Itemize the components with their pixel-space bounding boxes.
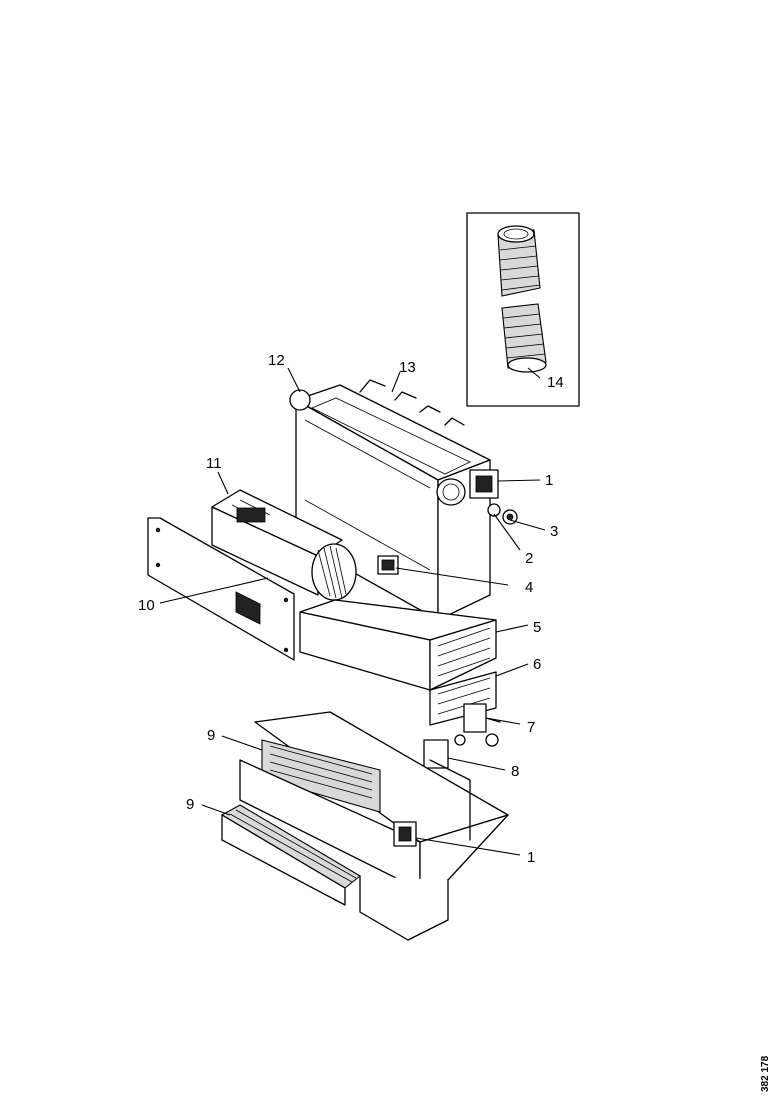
callout-14: 14: [547, 374, 564, 391]
upper-housing: [289, 379, 518, 621]
heater-core-upper: [299, 599, 497, 691]
callout-11: 11: [206, 455, 222, 472]
fitting-12: [289, 389, 311, 411]
corrugated-hose: [497, 225, 547, 373]
callout-8: 8: [511, 763, 519, 780]
lower-tray: [220, 711, 509, 941]
callout-10: 10: [138, 597, 155, 614]
callout-5: 5: [533, 619, 541, 636]
callouts: 14 12 13 11 1 3 2 4 10 5 6 7 9 8 9 1: [138, 352, 564, 866]
callout-4: 4: [525, 579, 533, 596]
callout-7: 7: [527, 719, 535, 736]
inset-hose-detail: [466, 212, 580, 407]
side-port: [436, 478, 466, 506]
callout-12: 12: [268, 352, 285, 369]
callout-6: 6: [533, 656, 541, 673]
callout-9-upper: 9: [207, 727, 215, 744]
drawing-reference-number: 382 178: [760, 1055, 771, 1092]
fan-assembly: [211, 489, 357, 601]
callout-13: 13: [399, 359, 416, 376]
callout-2: 2: [525, 550, 533, 567]
callout-1-lower: 1: [527, 849, 535, 866]
callout-9-lower: 9: [186, 796, 194, 813]
leader-lines: [159, 367, 546, 856]
callout-3: 3: [550, 523, 558, 540]
ring-2: [487, 503, 501, 517]
valve-8: [423, 734, 466, 769]
valve-7: [463, 703, 501, 747]
callout-1-upper: 1: [545, 472, 553, 489]
